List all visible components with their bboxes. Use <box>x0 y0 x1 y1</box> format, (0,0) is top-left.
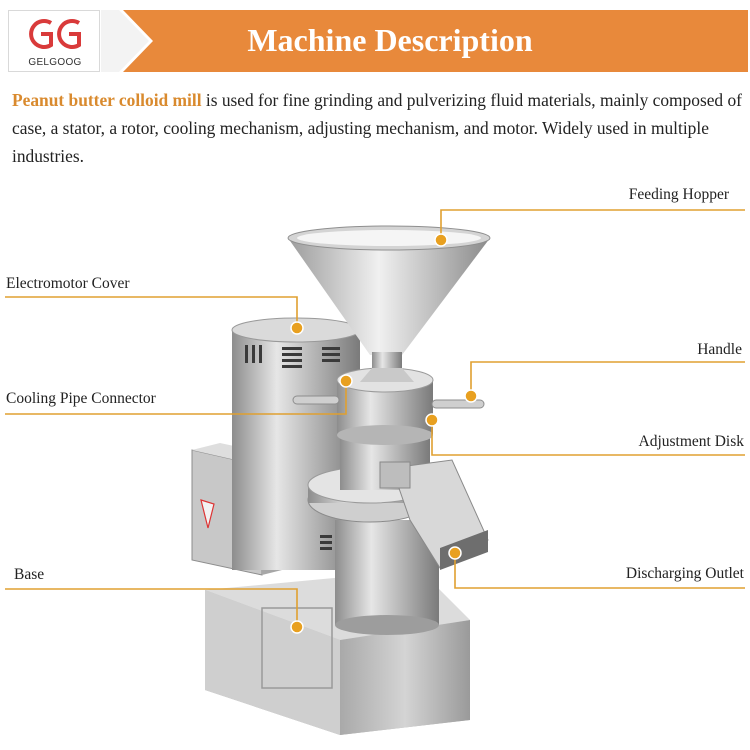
discharging-outlet-body <box>379 459 489 570</box>
label-feeding-hopper: Feeding Hopper <box>628 186 729 203</box>
leader-dots <box>290 233 478 634</box>
banner-arrow-icon <box>101 10 153 72</box>
feeding-hopper-leader <box>440 209 745 240</box>
label-cooling-pipe-connector: Cooling Pipe Connector <box>6 390 156 407</box>
label-handle: Handle <box>697 341 742 358</box>
brand-logo: GELGOOG <box>8 10 100 72</box>
label-base: Base <box>14 566 45 583</box>
adjustment-disk-dot <box>425 413 439 427</box>
discharging-outlet-leader <box>454 553 745 589</box>
label-discharging-outlet: Discharging Outlet <box>625 565 744 582</box>
header: GELGOOG Machine Description <box>0 0 750 76</box>
cooling-pipe-leader <box>5 381 347 415</box>
discharging-outlet-dot <box>448 546 462 560</box>
grinding-column <box>307 367 439 635</box>
page-title: Machine Description <box>247 22 533 58</box>
label-electromotor-cover: Electromotor Cover <box>6 275 130 292</box>
electromotor-cover-dot <box>290 321 304 335</box>
adjustment-disk-leader <box>431 420 745 456</box>
base-leader <box>5 588 298 627</box>
intro-paragraph: Peanut butter colloid mill is used for f… <box>12 86 747 170</box>
handle-dot <box>464 389 478 403</box>
label-adjustment-disk: Adjustment Disk <box>638 433 745 450</box>
gelgoog-logo-icon <box>29 19 81 49</box>
intro-text: is used for fine grinding and pulverizin… <box>12 90 742 166</box>
title-banner <box>101 10 748 72</box>
base-dot <box>290 620 304 634</box>
brand-name: GELGOOG <box>28 57 82 68</box>
product-name: Peanut butter colloid mill <box>12 90 202 110</box>
cooling-pipe-dot <box>339 374 353 388</box>
feeding-hopper-dot <box>434 233 448 247</box>
feeding-hopper-body <box>287 225 491 382</box>
leader-lines <box>5 209 745 627</box>
electromotor-cover-leader <box>5 296 298 328</box>
handle-leader <box>470 361 745 396</box>
